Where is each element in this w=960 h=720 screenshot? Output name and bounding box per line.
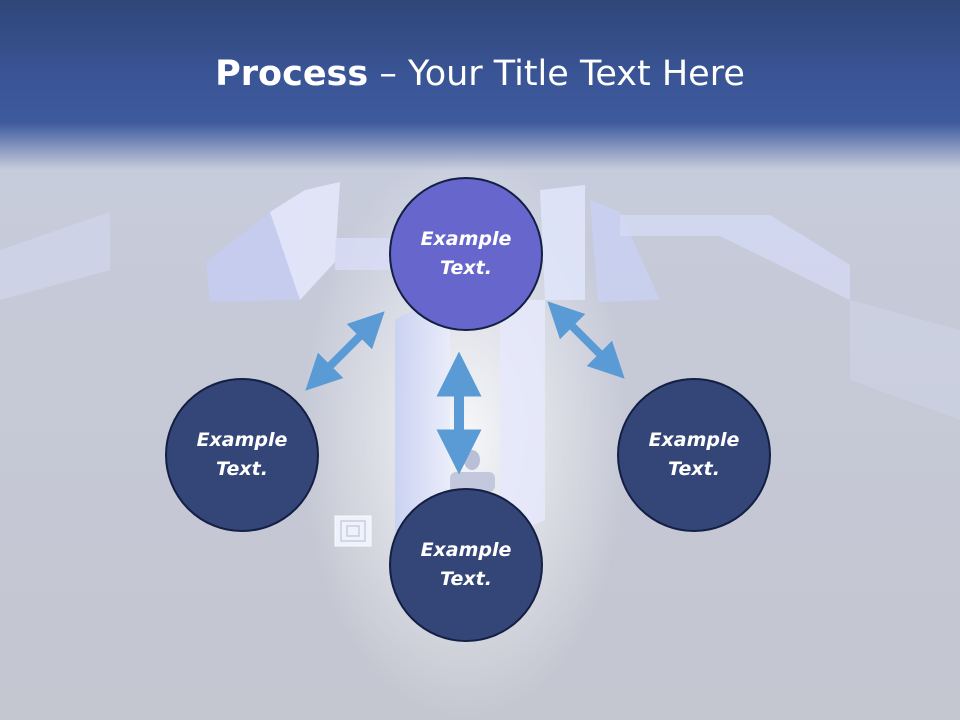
maze-wall: [590, 200, 660, 302]
node-left-line1: Example: [196, 429, 288, 451]
double-arrow-icon: [547, 301, 625, 379]
node-top-line2: Text.: [440, 257, 492, 279]
node-left-line2: Text.: [216, 458, 268, 480]
title-rest: – Your Title Text Here: [368, 54, 745, 94]
maze-wall: [335, 238, 398, 270]
maze-wall: [0, 212, 110, 300]
header-bar: [0, 0, 960, 170]
node-bottom-line1: Example: [420, 539, 512, 561]
maze-tile-icon: [334, 515, 372, 547]
maze-wall: [500, 300, 545, 540]
node-right-line1: Example: [648, 429, 740, 451]
slide-title: Process – Your Title Text Here: [0, 52, 960, 96]
maze-wall: [395, 290, 450, 560]
double-arrow-icon: [305, 311, 385, 391]
maze-wall: [540, 185, 585, 300]
title-bold: Process: [215, 54, 369, 94]
node-right-line2: Text.: [668, 458, 720, 480]
maze-wall: [850, 300, 960, 420]
maze-wall: [620, 215, 850, 300]
node-bottom-line2: Text.: [440, 568, 492, 590]
person-silhouette: [450, 472, 495, 492]
node-top-line1: Example: [420, 228, 512, 250]
maze-wall: [270, 182, 340, 300]
